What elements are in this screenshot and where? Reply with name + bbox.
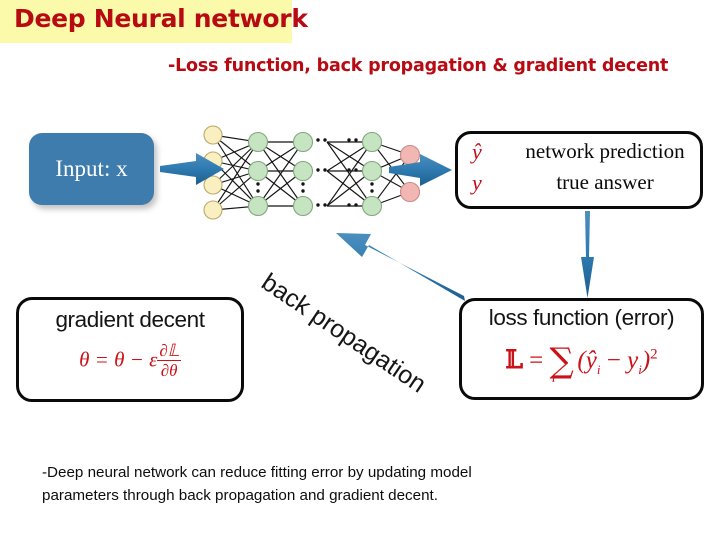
theta-lhs: θ bbox=[79, 347, 90, 372]
gradient-numerator: ∂𝕃 bbox=[157, 341, 181, 362]
network-prediction-label: network prediction bbox=[525, 139, 685, 163]
input-block-label: Input: x bbox=[55, 156, 128, 181]
caption-line-1: -Deep neural network can reduce fitting … bbox=[42, 464, 472, 481]
true-answer-label: true answer bbox=[556, 170, 654, 194]
gradient-decent-formula: θ = θ − ε∂𝕃∂θ bbox=[19, 341, 241, 381]
hidden-layer-3-nodes bbox=[361, 131, 383, 217]
title-band bbox=[0, 0, 292, 43]
arrow-prediction-to-loss bbox=[581, 211, 594, 298]
loss-open-paren: ( bbox=[577, 347, 586, 374]
y-hat-symbol: ŷ bbox=[472, 139, 482, 164]
page-title: Deep Neural network bbox=[14, 4, 308, 33]
loss-term-y: y bbox=[627, 347, 639, 374]
network-edges-output bbox=[371, 141, 411, 207]
summation-symbol: ∑ bbox=[549, 341, 574, 381]
output-layer-nodes bbox=[399, 144, 421, 203]
y-symbol: y bbox=[472, 170, 482, 195]
loss-term-yhat-index: i bbox=[596, 362, 601, 377]
loss-function-block: loss function (error) 𝕃 = ∑i(ŷi − yi)2 bbox=[459, 298, 704, 400]
layer-vertical-ellipsis bbox=[256, 182, 374, 193]
loss-close-paren: ) bbox=[641, 347, 651, 374]
arrow-back-propagation bbox=[336, 233, 465, 301]
network-prediction-block: ŷ network prediction y true answer bbox=[455, 131, 703, 209]
page-subtitle: -Loss function, back propagation & gradi… bbox=[168, 56, 669, 76]
loss-function-title: loss function (error) bbox=[488, 305, 675, 330]
arrow-input-to-network bbox=[160, 153, 224, 185]
loss-exponent: 2 bbox=[650, 346, 658, 363]
epsilon-symbol: ε bbox=[149, 347, 158, 372]
loss-function-formula: 𝕃 = ∑i(ŷi − yi)2 bbox=[462, 337, 701, 385]
layer-horizontal-ellipsis bbox=[316, 138, 358, 207]
back-propagation-label: back propagation bbox=[256, 268, 432, 399]
loss-symbol: 𝕃 bbox=[505, 345, 523, 374]
input-layer-nodes bbox=[203, 125, 223, 220]
gradient-decent-block: gradient decent θ = θ − ε∂𝕃∂θ bbox=[16, 297, 244, 402]
loss-minus: − bbox=[606, 347, 621, 374]
gradient-minus: − bbox=[129, 347, 144, 372]
loss-equals: = bbox=[529, 347, 544, 374]
gradient-fraction: ∂𝕃∂θ bbox=[157, 341, 181, 380]
gradient-denominator: ∂θ bbox=[160, 361, 178, 381]
input-block: Input: x bbox=[29, 133, 154, 205]
hidden-layer-1-nodes bbox=[247, 131, 269, 217]
gradient-decent-title: gradient decent bbox=[55, 307, 205, 332]
loss-term-yhat: ŷ bbox=[585, 347, 597, 374]
slide-caption: -Deep neural network can reduce fitting … bbox=[42, 462, 642, 507]
loss-term-y-index: i bbox=[638, 362, 642, 377]
gradient-equals: = bbox=[94, 347, 109, 372]
network-edges-layer-1 bbox=[212, 134, 259, 211]
theta-rhs: θ bbox=[114, 347, 125, 372]
network-edges-layer-2 bbox=[257, 141, 304, 207]
network-edges-layer-3 bbox=[326, 141, 373, 207]
summation-index: i bbox=[551, 370, 556, 385]
caption-line-2: parameters through back propagation and … bbox=[42, 486, 438, 504]
arrow-network-to-prediction bbox=[389, 154, 452, 186]
hidden-layer-2-nodes bbox=[292, 131, 314, 217]
